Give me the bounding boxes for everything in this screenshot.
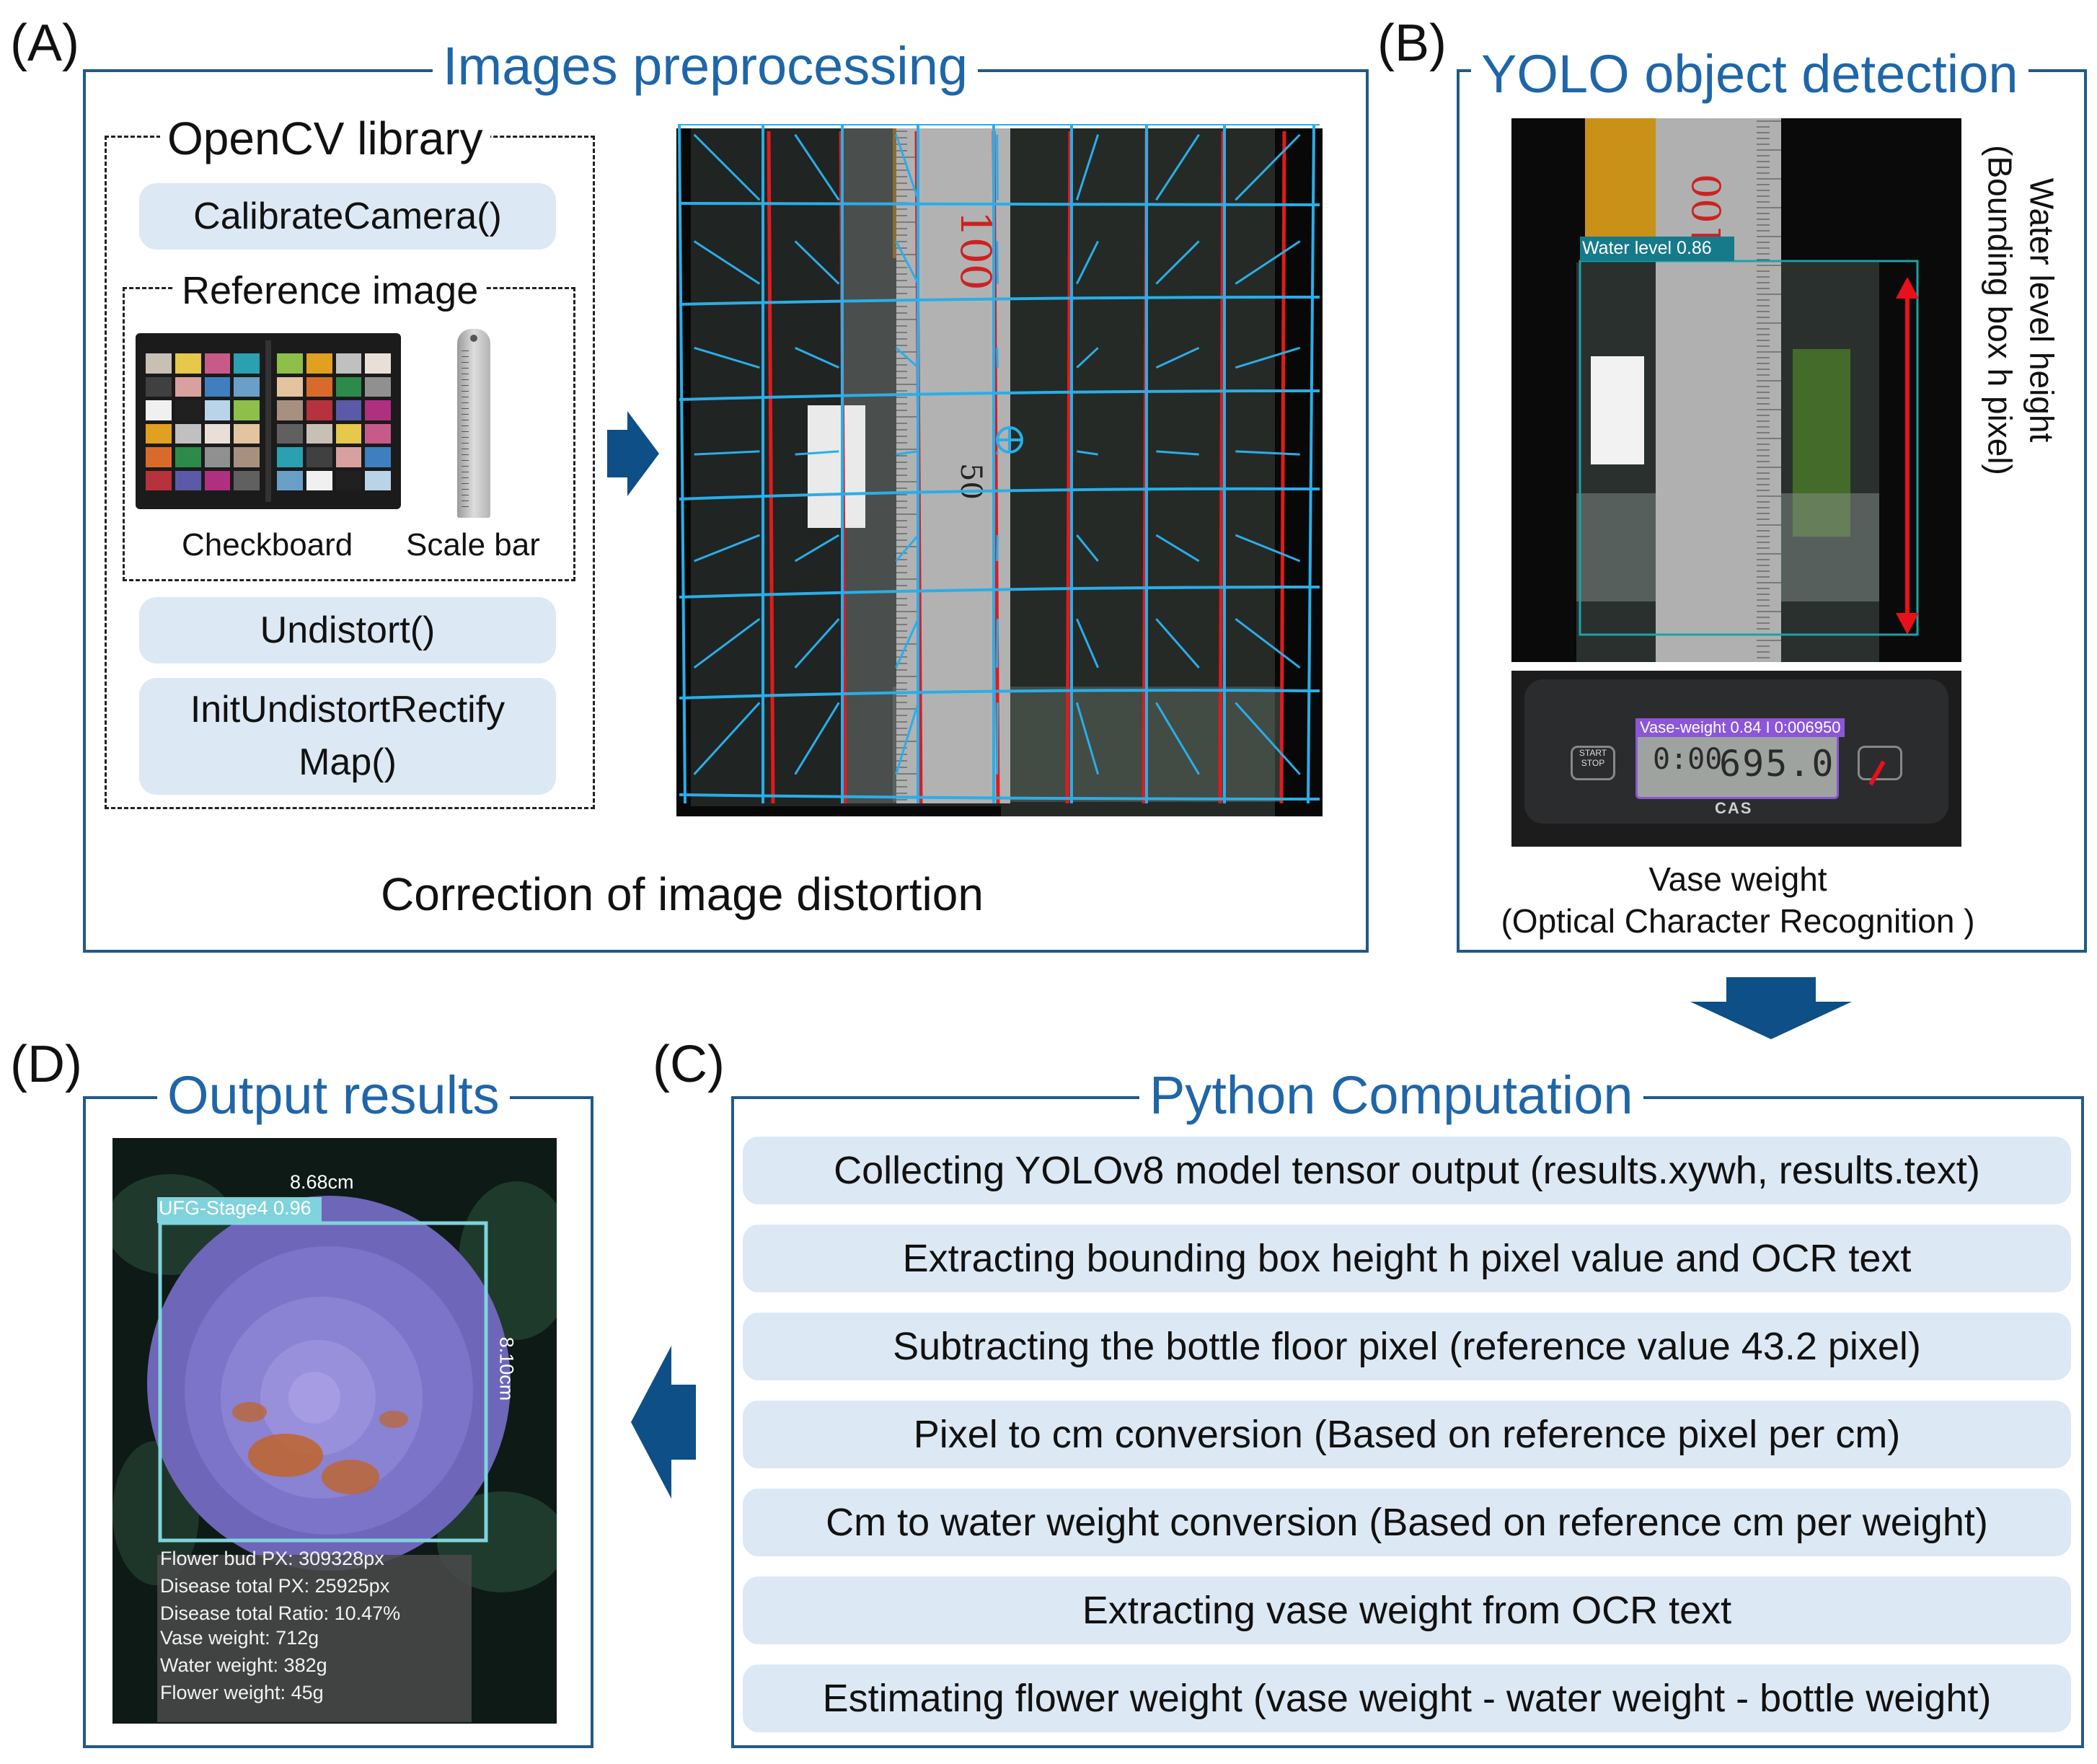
water-level-height-label: Water level height (Bounding box h pixel… [1979, 145, 2062, 475]
flower-detection-label: UFG-Stage4 0.96 [159, 1197, 312, 1219]
stat-water-weight: Water weight: 382g [160, 1654, 327, 1676]
scale-brand: CAS [1715, 799, 1753, 817]
stat-flower-bud-px: Flower bud PX: 309328px [160, 1548, 384, 1569]
svg-text:50: 50 [954, 463, 987, 500]
water-level-detection-label: Water level 0.86 [1582, 238, 1712, 258]
vase-weight-caption: Vase weight [1648, 860, 1827, 898]
panel-a-caption: Correction of image distortion [381, 868, 984, 920]
opencv-library-title: OpenCV library [160, 115, 490, 162]
water-level-height-sub: (Bounding box h pixel) [1982, 145, 2019, 475]
computation-step-2: Extracting bounding box height h pixel v… [743, 1225, 2071, 1292]
computation-step-7: Estimating flower weight (vase weight - … [743, 1664, 2071, 1732]
output-rose-image: UFG-Stage4 0.96 8.68cm 8.10cm [112, 1138, 557, 1724]
panel-c-letter: (C) [653, 1036, 725, 1093]
calibrate-camera-pill: CalibrateCamera() [139, 183, 556, 250]
panel-c-title: Python Computation [1139, 1069, 1643, 1122]
scale-ocr-detection-label: Vase-weight 0.84 I 0:006950 [1635, 718, 1845, 737]
panel-b-title: YOLO object detection [1471, 48, 2028, 101]
panel-b-letter: (B) [1377, 14, 1447, 72]
yolo-water-level-image: 100 Water level 0.86 [1511, 118, 1961, 662]
distortion-grid-image: 100 50 [676, 124, 1323, 816]
scale-bar-image [457, 329, 490, 518]
panel-a-title: Images preprocessing [433, 40, 979, 93]
computation-step-3: Subtracting the bottle floor pixel (refe… [743, 1313, 2071, 1380]
stat-disease-total-ratio: Disease total Ratio: 10.47% [160, 1602, 401, 1624]
undistort-pill: Undistort() [139, 597, 556, 663]
arrow-left-icon [631, 1346, 696, 1499]
checkboard-label: Checkboard [182, 527, 353, 563]
reference-image-title: Reference image [175, 271, 486, 310]
svg-text:100: 100 [1685, 174, 1730, 248]
scale-lcd-display: 695.0 [1719, 743, 1835, 785]
scale-bar-label: Scale bar [406, 527, 540, 563]
computation-step-1: Collecting YOLOv8 model tensor output (r… [743, 1137, 2071, 1204]
stat-flower-weight: Flower weight: 45g [160, 1682, 324, 1703]
arrow-right-icon [607, 411, 659, 496]
stat-vase-weight: Vase weight: 712g [160, 1627, 319, 1649]
computation-step-5: Cm to water weight conversion (Based on … [743, 1489, 2071, 1556]
init-undistort-rectify-map-pill: InitUndistortRectify Map() [139, 678, 556, 795]
panel-d-letter: (D) [10, 1036, 82, 1093]
computation-step-4: Pixel to cm conversion (Based on referen… [743, 1401, 2071, 1468]
panel-a-letter: (A) [10, 14, 79, 72]
panel-d-title: Output results [157, 1069, 510, 1122]
checkboard-image [136, 333, 401, 509]
flower-width-label: 8.68cm [290, 1171, 354, 1193]
arrow-down-icon [1690, 977, 1852, 1039]
water-level-height-text: Water level height [2023, 177, 2061, 443]
stat-disease-total-px: Disease total PX: 25925px [160, 1575, 390, 1597]
computation-step-6: Extracting vase weight from OCR text [743, 1576, 2071, 1644]
svg-text:100: 100 [951, 211, 1000, 291]
vase-weight-caption-sub: (Optical Character Recognition ) [1501, 902, 1975, 940]
flower-height-label: 8.10cm [495, 1336, 518, 1401]
